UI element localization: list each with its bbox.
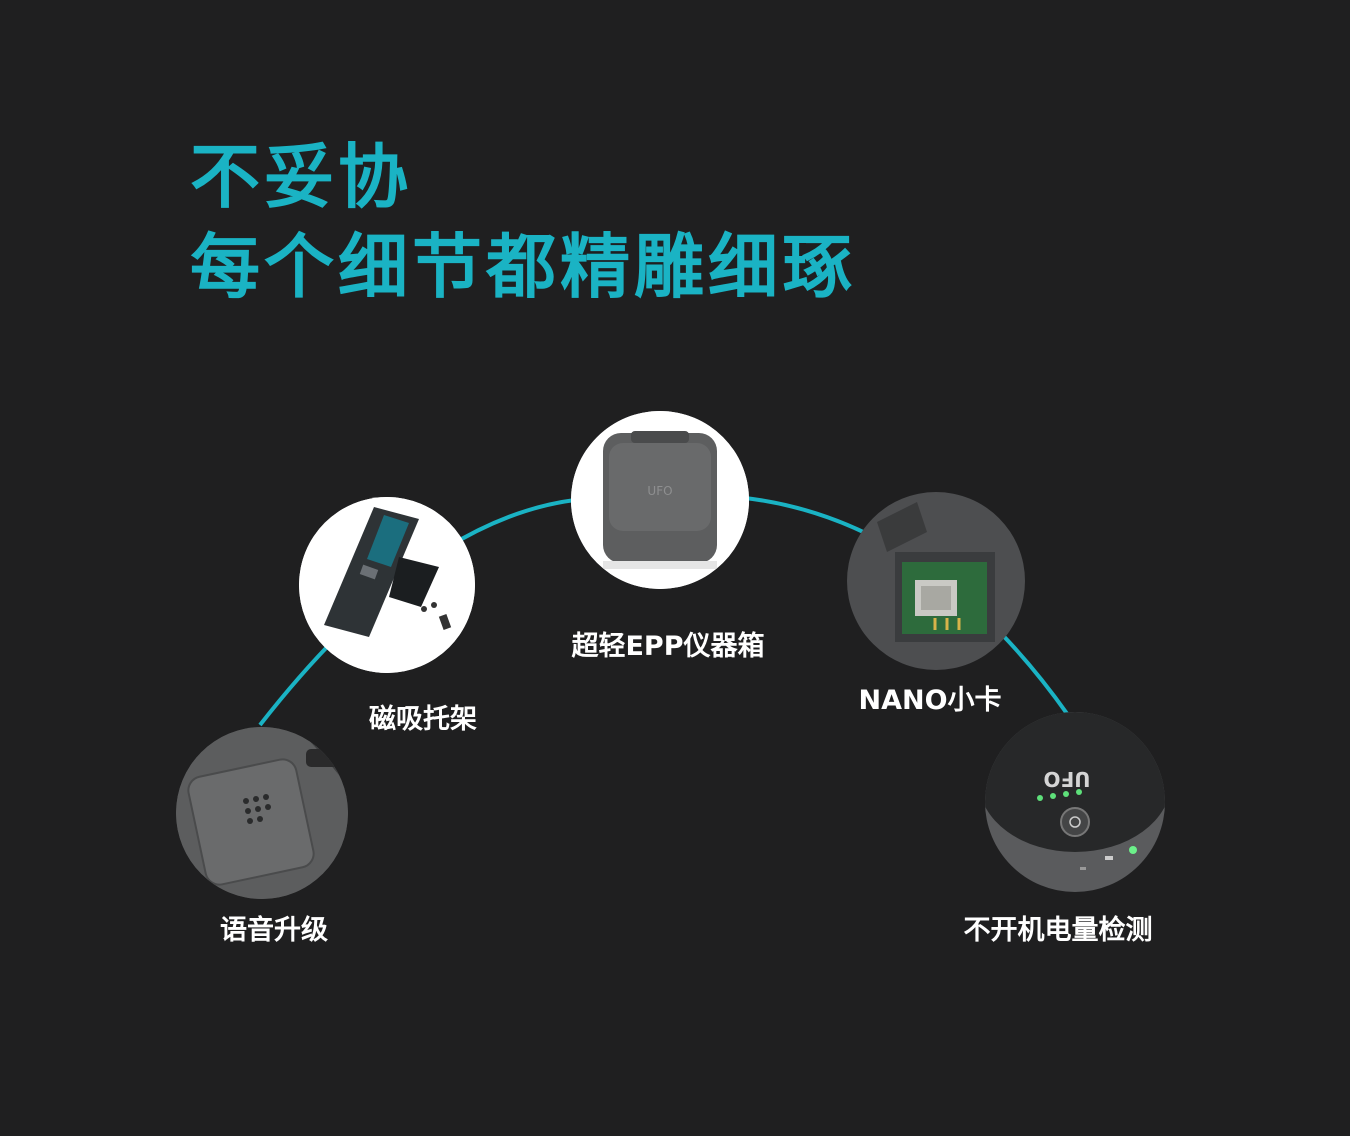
magnetic-mount-icon xyxy=(299,497,475,673)
feature-epp-case: UFO xyxy=(571,411,749,589)
label-magnetic-mount: 磁吸托架 xyxy=(369,704,477,735)
instrument-case-icon: UFO xyxy=(571,411,749,589)
battery-indicator-icon: UFO xyxy=(985,712,1165,892)
feature-nano-sim xyxy=(847,492,1025,670)
speaker-grille-icon xyxy=(176,727,348,899)
label-epp-case: 超轻EPP仪器箱 xyxy=(571,631,765,662)
label-nano-sim: NANO小卡 xyxy=(858,685,1002,716)
headline-line-1: 不妥协 xyxy=(190,136,412,218)
label-battery-check: 不开机电量检测 xyxy=(963,915,1153,946)
feature-voice-upgrade xyxy=(176,727,348,899)
feature-magnetic-mount xyxy=(299,497,475,673)
feature-battery-check: UFO xyxy=(985,712,1165,892)
headline-line-2: 每个细节都精雕细琢 xyxy=(190,226,856,308)
case-logo-text: UFO xyxy=(647,484,672,498)
device-logo-text: UFO xyxy=(1044,767,1091,791)
sim-slot-icon xyxy=(847,492,1025,670)
label-voice-upgrade: 语音升级 xyxy=(220,915,328,946)
